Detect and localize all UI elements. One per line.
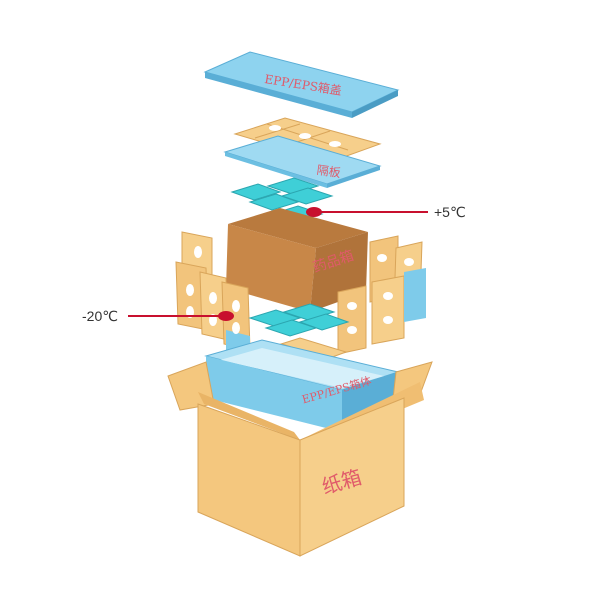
divider-plate	[223, 135, 382, 188]
temperature-upper-label: +5℃	[434, 204, 466, 220]
left-side-cushions	[175, 231, 251, 356]
epp-eps-lid	[203, 51, 400, 118]
temperature-indicator-lower	[128, 311, 234, 321]
right-side-cushions	[337, 235, 426, 355]
cardboard-cushion-top	[233, 117, 382, 163]
temperature-indicator-upper	[306, 207, 428, 217]
lower-ice-packs	[248, 303, 350, 337]
divider-label: 隔板	[315, 162, 342, 181]
temperature-lower-label: -20℃	[82, 308, 118, 324]
carton-box	[197, 397, 405, 557]
